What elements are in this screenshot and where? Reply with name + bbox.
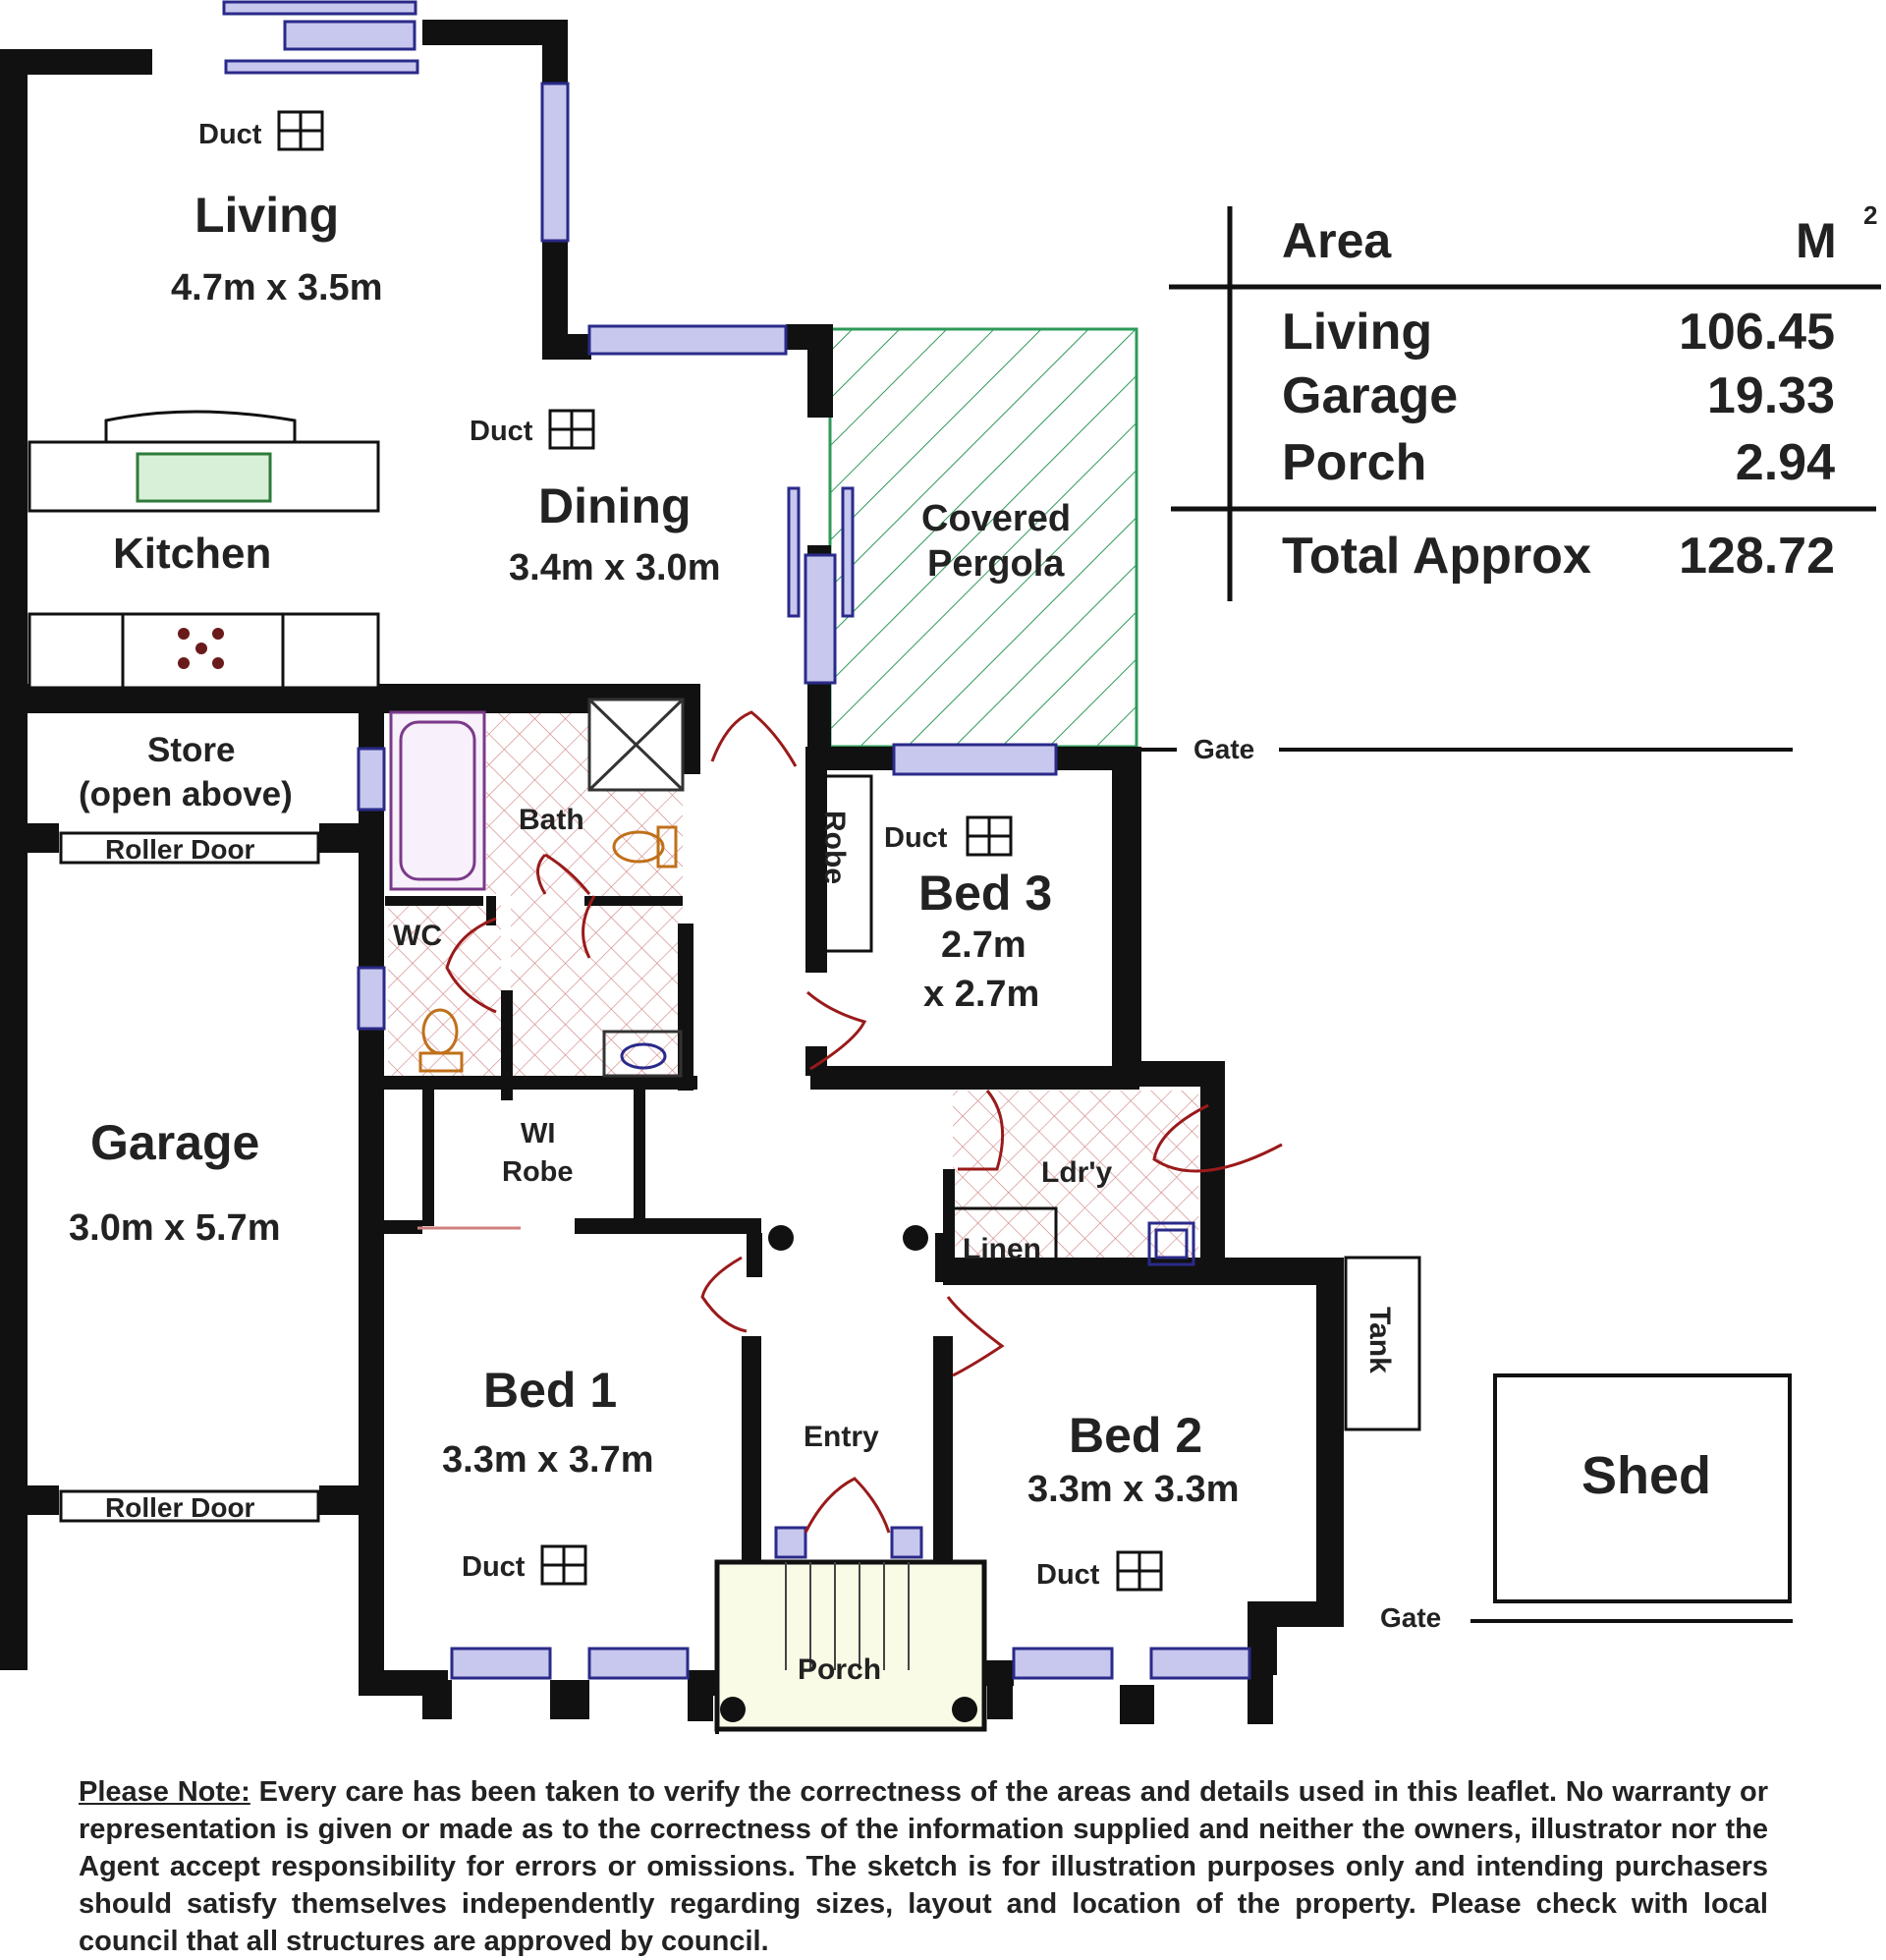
entry-label: Entry: [804, 1421, 879, 1453]
area-row-value: 2.94: [1736, 434, 1835, 491]
roller-door-label: Roller Door: [105, 834, 255, 865]
windows: [222, 0, 1251, 1680]
disclaimer: Please Note: Every care has been taken t…: [79, 1773, 1768, 1960]
store-label-1: Store: [147, 731, 235, 769]
dining-label: Dining: [538, 478, 692, 533]
store-label-2: (open above): [79, 775, 293, 813]
area-table-rows: Living 106.45 Garage 19.33 Porch 2.94: [1282, 304, 1835, 491]
gate-label: Gate: [1193, 734, 1254, 764]
linen-label: Linen: [963, 1233, 1041, 1265]
wi-robe-label-1: WI: [521, 1118, 555, 1149]
roller-door-label: Roller Door: [105, 1492, 255, 1523]
garage-label: Garage: [90, 1115, 259, 1170]
tank-label: Tank: [1363, 1307, 1396, 1373]
wi-robe-label-2: Robe: [502, 1156, 574, 1188]
area-table-header: Area: [1282, 213, 1392, 268]
duct-label: Duct: [470, 416, 533, 447]
area-total-value: 128.72: [1679, 528, 1835, 585]
duct-label: Duct: [884, 822, 948, 854]
area-table-unit-sup: 2: [1863, 200, 1877, 230]
walls: [0, 20, 1344, 1734]
garage-dims: 3.0m x 5.7m: [69, 1207, 280, 1249]
area-row-value: 19.33: [1707, 367, 1835, 424]
bed3-dims-1: 2.7m: [941, 924, 1026, 966]
robe-label: Robe: [818, 811, 851, 884]
porch-structure: [714, 1559, 987, 1732]
area-row-label: Living: [1282, 304, 1432, 361]
wc-label: WC: [393, 920, 442, 952]
bed3-dims-2: x 2.7m: [923, 974, 1039, 1015]
duct-icon: [277, 110, 1163, 1592]
bath-fixtures: [389, 698, 1195, 1266]
laundry-label: Ldr'y: [1041, 1156, 1112, 1189]
area-row-label: Garage: [1282, 367, 1458, 424]
living-label: Living: [194, 188, 339, 243]
area-table-unit: M: [1796, 213, 1837, 268]
pergola-hatch: [828, 327, 1138, 749]
roller-door: [59, 831, 320, 1523]
bed3-label: Bed 3: [918, 866, 1052, 921]
duct-label: Duct: [198, 119, 262, 150]
wc-tile: [388, 904, 501, 1076]
pergola-label-1: Covered: [921, 498, 1071, 539]
bed1-dims: 3.3m x 3.7m: [442, 1439, 653, 1481]
gate-label: Gate: [1380, 1602, 1441, 1633]
pergola-label-2: Pergola: [927, 543, 1065, 585]
kitchen-bench: [28, 410, 380, 690]
area-row-value: 106.45: [1679, 304, 1835, 361]
gate-lines: [1141, 748, 1793, 1623]
duct-label: Duct: [462, 1551, 526, 1583]
dining-dims: 3.4m x 3.0m: [509, 547, 720, 588]
bed2-label: Bed 2: [1069, 1408, 1202, 1463]
disclaimer-text: Every care has been taken to verify the …: [79, 1776, 1769, 1957]
duct-label: Duct: [1036, 1559, 1100, 1591]
bath-label: Bath: [519, 804, 584, 836]
living-dims: 4.7m x 3.5m: [171, 267, 382, 308]
disclaimer-heading: Please Note:: [79, 1776, 250, 1808]
area-row-label: Porch: [1282, 434, 1426, 491]
porch-label: Porch: [798, 1653, 881, 1686]
kitchen-label: Kitchen: [113, 530, 271, 578]
pillar: [903, 1225, 928, 1251]
cooktop-icon: [178, 628, 224, 669]
door-swings: [445, 710, 1283, 1534]
robe-shelf: [815, 774, 1792, 1603]
area-table-rules: [1169, 206, 1881, 601]
pillar: [768, 1225, 794, 1251]
shed-label: Shed: [1581, 1446, 1711, 1505]
bed1-label: Bed 1: [483, 1363, 617, 1418]
bed2-dims: 3.3m x 3.3m: [1027, 1469, 1239, 1510]
area-total-label: Total Approx: [1282, 528, 1591, 585]
